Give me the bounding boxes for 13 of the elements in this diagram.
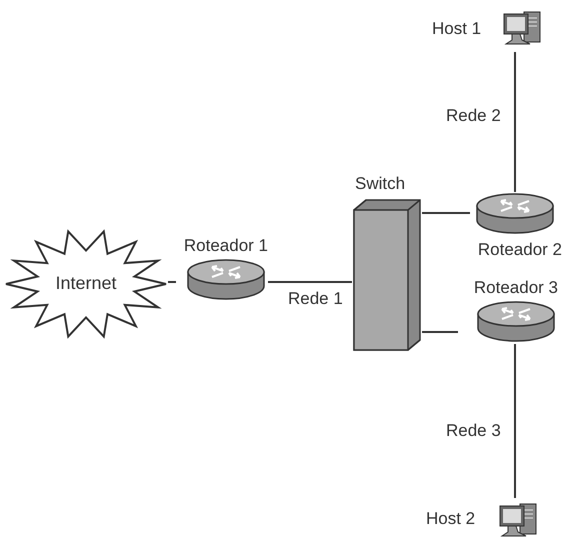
connection-line xyxy=(514,52,516,192)
connection-line xyxy=(514,344,516,498)
node-label: Host 2 xyxy=(426,509,476,529)
connection-line xyxy=(422,212,470,214)
node-label: Roteador 3 xyxy=(474,278,558,298)
node-label: Host 1 xyxy=(432,19,482,39)
node-label: Internet xyxy=(54,273,118,293)
node-label: Switch xyxy=(355,174,406,194)
node-label: Roteador 2 xyxy=(478,240,562,260)
connection-line xyxy=(422,331,458,333)
node-label: Roteador 1 xyxy=(184,236,268,256)
connection-line xyxy=(168,281,176,283)
connection-line xyxy=(268,281,352,283)
